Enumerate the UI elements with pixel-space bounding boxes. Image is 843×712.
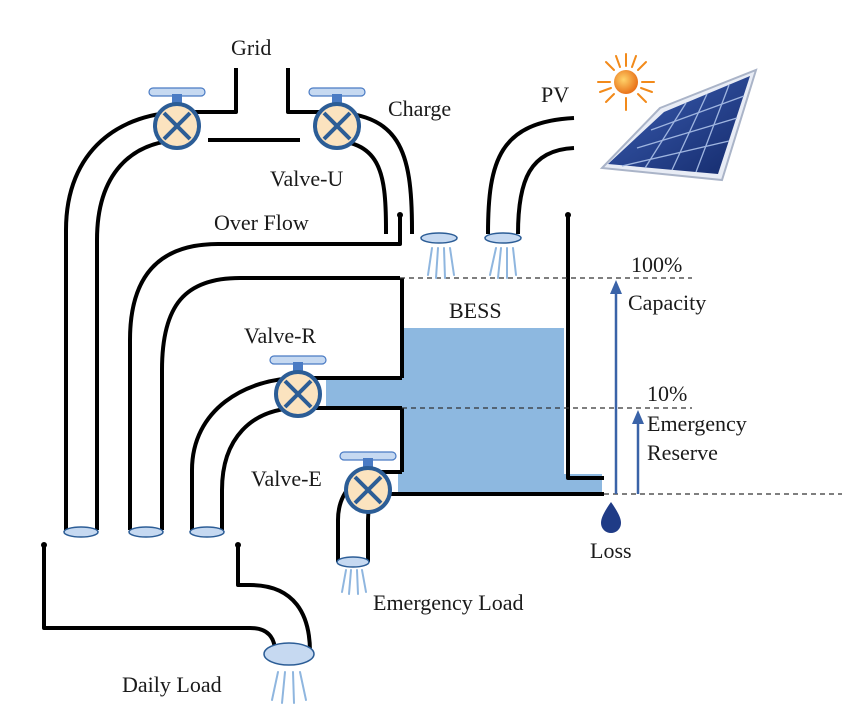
valve-e-icon[interactable] <box>339 451 397 514</box>
pv-pipe <box>486 116 575 235</box>
emergency-outlet-mouth <box>336 556 370 568</box>
grid-pipe <box>64 68 414 530</box>
reserve-label: Reserve <box>647 440 718 465</box>
valve-r-label: Valve-R <box>244 323 316 348</box>
daily-load-spray <box>271 671 307 704</box>
reserve-outlet-water <box>326 378 404 408</box>
sun-icon <box>597 53 655 111</box>
daily-load-pipe <box>41 542 312 653</box>
emergency-outlet-water <box>398 474 602 494</box>
valve-e-label: Valve-E <box>251 466 322 491</box>
capacity-arrow <box>610 280 622 494</box>
loss-label: Loss <box>590 538 632 563</box>
charge-pipe-mouth <box>420 232 458 244</box>
valve-r-icon[interactable] <box>269 355 327 418</box>
charge-spray <box>427 247 455 279</box>
reserve-outlet-mouth <box>189 526 225 538</box>
emergency-load-spray <box>341 569 367 595</box>
emergency-label: Emergency <box>647 411 747 436</box>
solar-panel-icon <box>599 68 758 182</box>
over-flow-label: Over Flow <box>214 210 309 235</box>
charge-label: Charge <box>388 96 451 121</box>
pv-spray <box>489 247 517 279</box>
bess-water <box>402 328 564 494</box>
valve-u-icon[interactable] <box>308 87 366 150</box>
daily-load-label: Daily Load <box>122 672 222 697</box>
pv-pipe-mouth <box>484 232 522 244</box>
emergency-load-label: Emergency Load <box>373 590 523 615</box>
pct-10-label: 10% <box>647 381 687 406</box>
overflow-outlet-mouth <box>128 526 164 538</box>
valve-u-label: Valve-U <box>270 166 343 191</box>
pct-100-label: 100% <box>631 252 682 277</box>
capacity-label: Capacity <box>628 290 706 315</box>
overflow-pipe <box>128 212 403 530</box>
bess-tank <box>398 212 604 496</box>
bess-label: BESS <box>449 298 502 323</box>
emergency-reserve-arrow <box>632 410 644 494</box>
grid-outlet-mouth <box>63 526 99 538</box>
daily-load-mouth <box>263 642 315 666</box>
valve-icon[interactable] <box>148 87 206 150</box>
grid-label: Grid <box>231 35 271 60</box>
droplet-icon <box>601 502 621 533</box>
pv-label: PV <box>541 82 569 107</box>
